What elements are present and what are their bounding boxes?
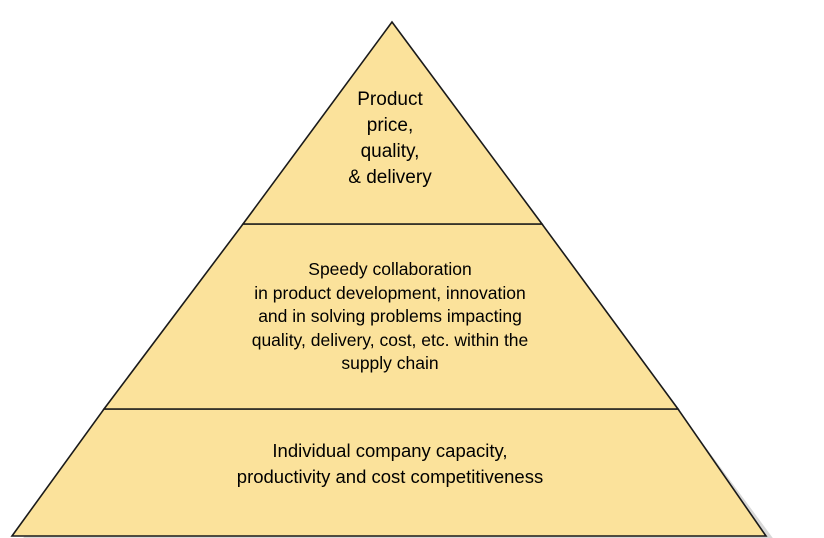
tier-top-line: & delivery	[348, 167, 432, 188]
tier-bottom-line: productivity and cost competitiveness	[236, 466, 544, 487]
tier-bottom-line: Individual company capacity,	[272, 440, 508, 461]
tier-middle-line: Speedy collaboration	[308, 259, 472, 279]
tier-middle-line: quality, delivery, cost, etc. within the	[251, 329, 529, 350]
tier-bottom-label: Individual company capacity, productivit…	[140, 438, 640, 490]
tier-middle-line: in product development, innovation	[254, 282, 526, 303]
tier-top-line: price,	[366, 115, 414, 136]
tier-top-line: Product	[357, 89, 423, 110]
tier-top-line: quality,	[360, 141, 420, 162]
pyramid-tier-top	[241, 20, 544, 225]
tier-middle-label: Speedy collaboration in product developm…	[190, 258, 590, 376]
tier-top-label: Product price, quality, & delivery	[300, 87, 480, 191]
tier-middle-line: and in solving problems impacting	[258, 306, 522, 326]
tier-middle-line: supply chain	[341, 353, 439, 373]
